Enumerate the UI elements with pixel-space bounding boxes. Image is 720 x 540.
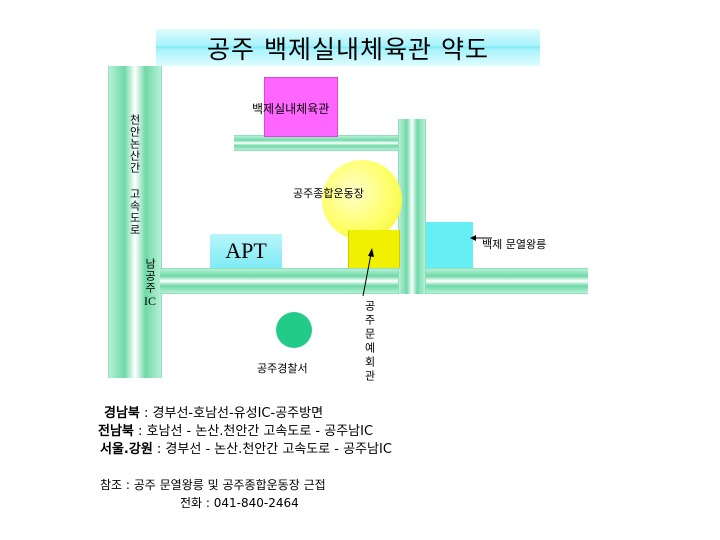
ic-label: 남공주 IC — [140, 258, 160, 308]
stadium-base — [348, 230, 400, 268]
expressway-label: 천안논산간 고속도로 — [128, 114, 141, 236]
royal-tomb-area — [426, 222, 473, 268]
stadium-shape — [322, 160, 402, 240]
police-station-label: 공주경찰서 — [257, 362, 308, 375]
culture-center-arrow-icon — [362, 248, 374, 297]
ic-label-bottom: IC — [144, 294, 156, 308]
direction-region-1: 경남북 — [104, 406, 140, 421]
apt-label: APT — [225, 238, 267, 263]
direction-region-3: 서울.강원 — [100, 442, 153, 457]
gym-label: 백제실내체육관 — [252, 102, 330, 116]
ic-label-top: 남공주 — [143, 258, 157, 294]
apt-building: APT — [210, 234, 282, 268]
direction-row-1: 경남북 : 경부선-호남선-유성IC-공주방면 — [104, 405, 323, 423]
direction-route-3: : 경부선 - 논산.천안간 고속도로 - 공주남IC — [152, 442, 392, 457]
direction-row-2: 전남북 : 호남선 - 논산.천안간 고속도로 - 공주남IC — [98, 423, 373, 441]
upper-horizontal-road — [234, 135, 398, 151]
phone-text: 전화 : 041-840-2464 — [180, 496, 299, 510]
map-title-text: 공주 백제실내체육관 약도 — [207, 34, 489, 64]
stadium-label: 공주종합운동장 — [293, 187, 364, 200]
main-horizontal-road — [160, 268, 588, 294]
map-title: 공주 백제실내체육관 약도 — [156, 29, 540, 66]
direction-region-2: 전남북 — [98, 424, 134, 439]
note-text: 참조 : 공주 문열왕릉 및 공주종합운동장 근접 — [100, 478, 326, 492]
right-vertical-road — [398, 119, 426, 294]
gym-building — [264, 77, 338, 137]
direction-route-2: : 호남선 - 논산.천안간 고속도로 - 공주남IC — [133, 424, 374, 439]
expressway-vertical-road — [108, 66, 162, 378]
royal-tomb-label: 백제 문열왕릉 — [482, 238, 547, 251]
culture-center-label: 공주문예회관 — [363, 300, 376, 384]
police-station-marker — [276, 312, 312, 348]
direction-route-1: : 경부선-호남선-유성IC-공주방면 — [139, 406, 324, 421]
tomb-arrow-icon — [470, 235, 492, 241]
direction-row-3: 서울.강원 : 경부선 - 논산.천안간 고속도로 - 공주남IC — [100, 441, 392, 459]
